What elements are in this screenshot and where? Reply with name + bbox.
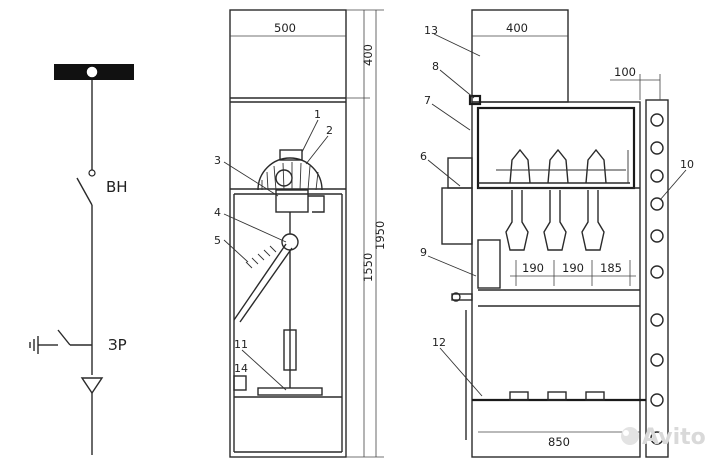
arrester-ribs [245,245,277,269]
disconnector-blade [76,177,93,206]
earthing-label: ЗР [108,336,127,354]
profile-hole [650,313,664,327]
upper-insulator [585,148,607,184]
earth-bar [257,387,323,396]
upper-insulator [547,148,569,184]
dim-190-b: 190 [562,261,584,275]
watermark-text: Avito [642,425,706,450]
dim-190-a: 190 [522,261,544,275]
dim-500: 500 [274,21,296,35]
busbar-connection-node [85,65,99,79]
watermark-logo-icon [621,427,639,445]
callout-3: 3 [214,154,221,167]
dim-1550: 1550 [361,253,375,282]
profile-hole [650,141,664,155]
profile-hole [650,431,664,445]
callout-12: 12 [432,336,446,349]
disconnector-label: ВН [106,178,128,196]
front-view: 500 400 1950 1550 1 2 3 [214,9,387,458]
leader-3 [223,161,279,197]
callout-4: 4 [214,206,221,219]
leader-4 [223,213,287,243]
leader-5 [223,239,249,263]
single-line-schematic: ВН ЗР [29,64,134,455]
leader-12 [439,347,483,397]
drive-handle [308,195,325,213]
leader-6 [427,159,461,187]
leader-1 [301,119,319,153]
disconnector-top-cap [279,149,303,161]
profile-hole [650,169,664,183]
base-clamp [547,391,567,401]
callout-9: 9 [420,246,427,259]
disconnector-fins [261,162,319,191]
leader-13 [433,33,481,57]
drive-mechanism [275,189,309,213]
dim-400-front: 400 [361,44,375,66]
profile-hole [650,265,664,279]
callout-11: 11 [234,338,248,351]
profile-hole [650,113,664,127]
leader-9 [427,255,477,277]
callout-14: 14 [234,362,248,375]
dim-850: 850 [548,435,570,449]
leader-2 [305,135,329,165]
dim-400-side: 400 [506,21,528,35]
handle-knob [451,292,461,302]
callout-2: 2 [326,124,333,137]
lower-insulator [581,190,605,251]
leader-8 [439,69,475,99]
callout-1: 1 [314,108,321,121]
watermark: Avito [621,425,706,450]
mechanism-block-9 [477,239,501,289]
earth-switch-blade [57,329,71,346]
profile-hole [650,229,664,243]
disconnector-contact [88,169,96,177]
base-clamp [509,391,529,401]
dim-100: 100 [614,65,636,79]
lower-insulator [505,190,529,251]
side-cabinet-outline [471,101,641,458]
profile-hole [650,197,664,211]
callout-10: 10 [680,158,694,171]
upper-insulators [496,148,629,184]
diagonal-rod-a [233,243,287,321]
side-view: 400 100 [420,9,694,458]
base-clamp [585,391,605,401]
drive-box [441,187,473,245]
front-cabinet-outline [229,9,347,458]
callout-6: 6 [420,150,427,163]
upper-insulator [509,148,531,184]
callout-7: 7 [424,94,431,107]
leader-7 [431,103,471,131]
insulator-top [281,233,299,251]
lower-insulators [505,190,605,251]
side-top-flange [468,94,482,106]
busbar-compartment [476,106,636,190]
operating-handle [451,293,473,301]
dim-185: 185 [600,261,622,275]
disconnector-housing [257,157,323,191]
side-profile-column [645,99,669,458]
callout-8: 8 [432,60,439,73]
profile-hole [650,353,664,367]
callout-13: 13 [424,24,438,37]
callout-5: 5 [214,234,221,247]
leader-10 [659,169,687,201]
profile-holes [650,113,664,445]
diagonal-rod-b [239,247,293,323]
watermark-logo-dot [623,430,629,436]
cable-termination [283,329,297,371]
dim-1950: 1950 [373,221,387,250]
lower-insulator [543,190,567,251]
door-panel-6 [447,157,473,189]
profile-hole [650,393,664,407]
disconnector-hub [275,169,293,187]
cable-end-symbol [80,377,104,395]
leader-11 [241,349,287,391]
item14-box [233,375,247,391]
